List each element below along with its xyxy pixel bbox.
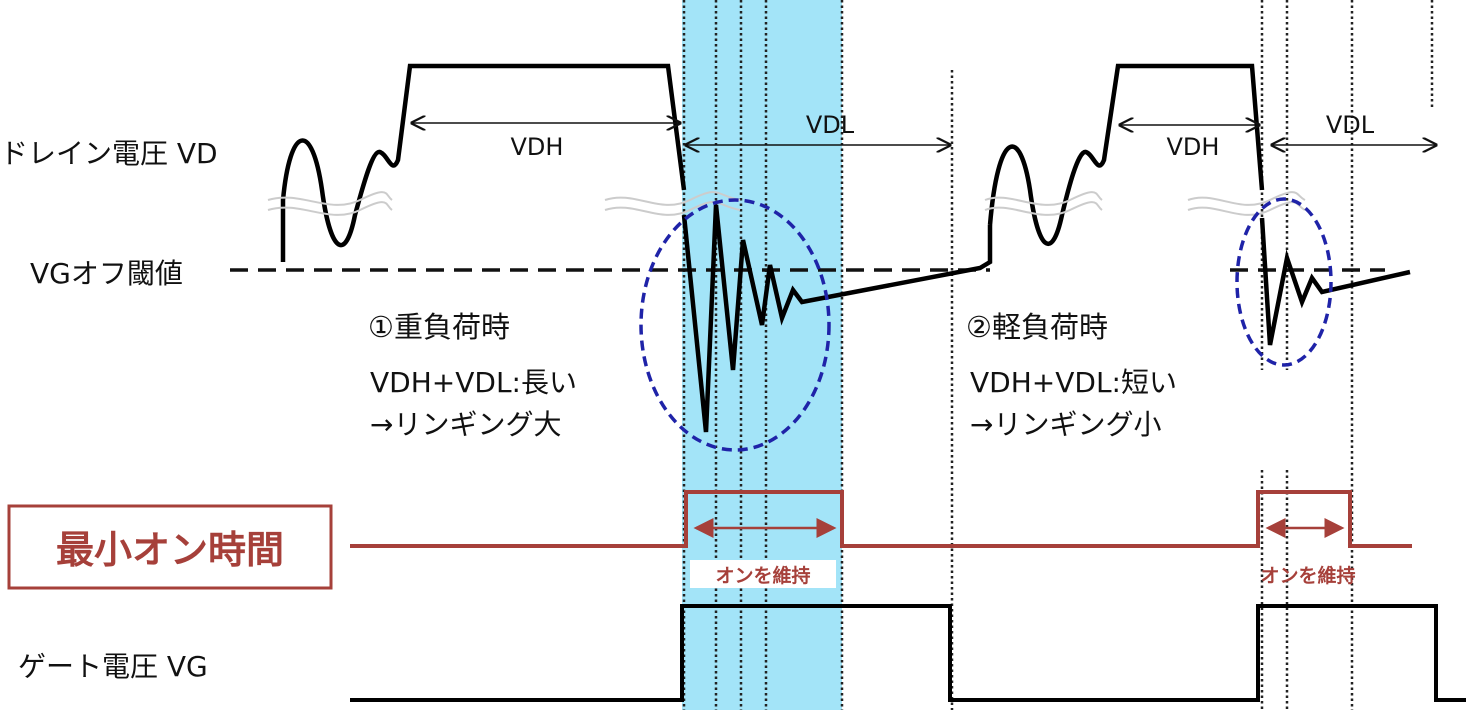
keep-on-label-heavy: オンを維持 [715,564,810,587]
min-on-time-box: 最小オン時間 [7,504,333,590]
vdh-label-light: VDH [1167,133,1220,161]
heavy-load-title: ①重負荷時 [368,310,510,344]
break-marks [267,191,1306,216]
light-load-title: ②軽負荷時 [966,310,1108,344]
light-load-line1: VDH+VDL:短い [970,366,1177,399]
min-on-time-label: 最小オン時間 [56,528,284,572]
light-load-line2: →リンギング小 [970,408,1161,441]
heavy-load-line1: VDH+VDL:長い [370,366,577,399]
ringing-ellipse-light [1235,197,1333,367]
min-on-time-signal [350,490,1412,548]
heavy-load-line2: →リンギング大 [370,408,561,441]
ringing-ellipse-heavy [639,198,831,452]
drain-voltage-label: ドレイン電圧 VD [0,137,218,170]
vg-off-threshold-label: VGオフ閾値 [30,257,183,290]
vdl-label-heavy: VDL [806,111,855,139]
dotted-guides [682,0,1434,710]
highlight-band [682,0,842,710]
drain-voltage-waveform [280,63,1411,433]
vdh-label-heavy: VDH [511,133,564,161]
gate-voltage-waveform [350,604,1466,702]
keep-on-label-light: オンを維持 [1260,564,1355,587]
gate-voltage-label: ゲート電圧 VG [18,650,208,683]
vdl-label-light: VDL [1326,111,1375,139]
duration-arrows [412,123,1436,145]
